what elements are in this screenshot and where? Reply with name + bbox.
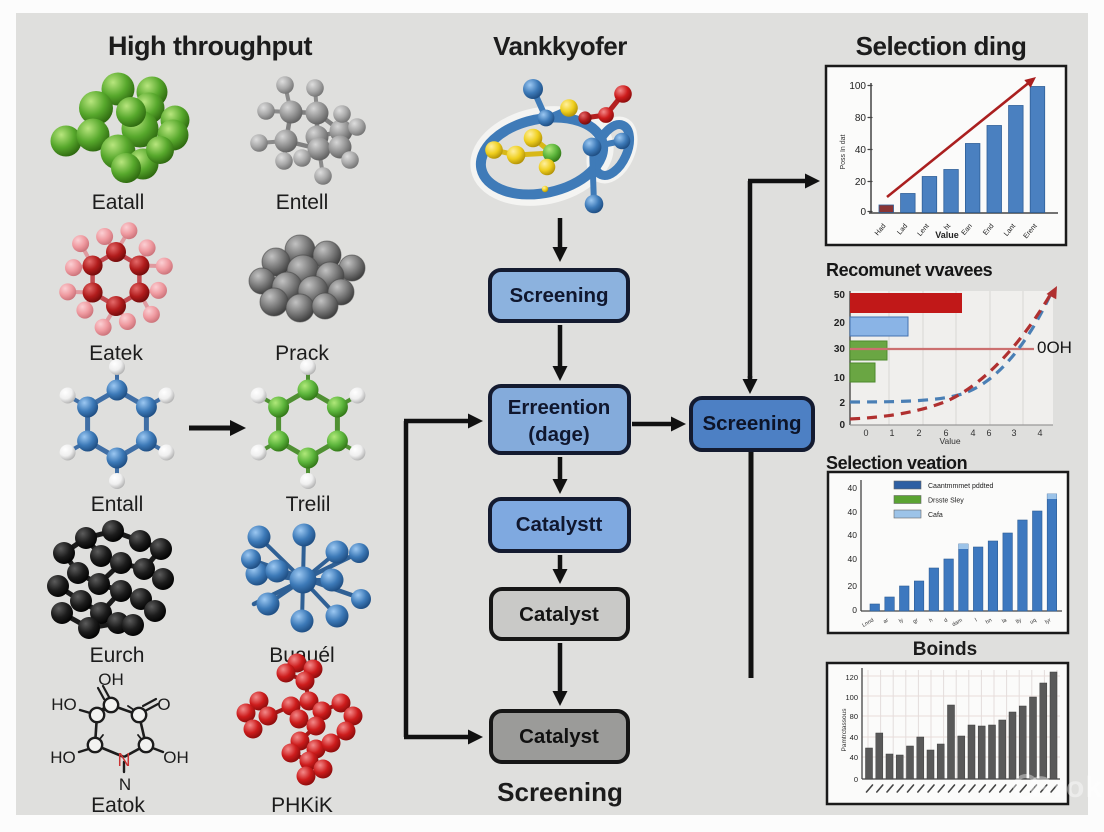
svg-text:Vankkyofer: Vankkyofer — [493, 31, 627, 61]
svg-text:OH: OH — [163, 748, 189, 767]
svg-text:20: 20 — [855, 177, 867, 188]
svg-text:(dage): (dage) — [528, 423, 590, 446]
svg-text:Trelil: Trelil — [286, 493, 331, 516]
svg-text:0: 0 — [852, 605, 857, 615]
svg-text:N: N — [119, 775, 131, 794]
svg-text:Entall: Entall — [91, 493, 144, 516]
svg-text:0: 0 — [854, 775, 858, 784]
svg-text:Entell: Entell — [276, 191, 329, 214]
svg-text:4: 4 — [1037, 428, 1042, 438]
svg-text:d: d — [943, 618, 949, 625]
svg-text:Eurch: Eurch — [90, 644, 145, 667]
svg-text:40: 40 — [855, 145, 867, 156]
svg-text:Value: Value — [935, 230, 959, 240]
svg-text:10: 10 — [834, 373, 846, 384]
svg-text:uq: uq — [1029, 618, 1037, 626]
svg-text:0OH: 0OH — [1037, 338, 1072, 357]
svg-text:100: 100 — [849, 81, 866, 92]
svg-text:40: 40 — [848, 554, 858, 564]
svg-text:Recomunet vvavees: Recomunet vvavees — [826, 260, 993, 280]
svg-text:Grok: Grok — [1029, 771, 1103, 804]
svg-text:4: 4 — [970, 428, 975, 438]
svg-text:hn: hn — [985, 618, 993, 626]
svg-text:lly: lly — [1015, 617, 1023, 625]
svg-text:Selection ding: Selection ding — [856, 31, 1027, 61]
svg-text:3: 3 — [1011, 428, 1016, 438]
svg-text:Drsstе Sley: Drsstе Sley — [928, 498, 964, 505]
svg-text:HO: HO — [50, 748, 76, 767]
svg-text:30: 30 — [834, 344, 846, 355]
svg-text:Eatok: Eatok — [91, 794, 145, 817]
svg-text:ly: ly — [898, 617, 905, 624]
svg-text:Eatek: Eatek — [89, 342, 143, 365]
svg-text:40: 40 — [848, 530, 858, 540]
svg-text:40: 40 — [848, 483, 858, 493]
svg-text:120: 120 — [845, 673, 858, 682]
svg-text:l: l — [974, 618, 978, 624]
svg-text:Value: Value — [939, 436, 960, 446]
svg-text:Poss In dat: Poss In dat — [840, 134, 847, 169]
svg-text:0: 0 — [860, 207, 866, 218]
svg-text:Selection veation: Selection veation — [826, 453, 967, 473]
svg-text:0: 0 — [839, 420, 845, 431]
svg-text:40: 40 — [850, 753, 858, 762]
svg-text:lyr: lyr — [1044, 617, 1052, 625]
svg-text:6: 6 — [986, 428, 991, 438]
svg-text:dam: dam — [951, 617, 964, 628]
svg-text:HO: HO — [51, 695, 77, 714]
svg-text:Screening: Screening — [702, 412, 801, 435]
svg-text:2: 2 — [839, 398, 845, 409]
svg-text:Prack: Prack — [275, 342, 329, 365]
svg-text:Caantmmmet pddted: Caantmmmet pddted — [928, 483, 993, 490]
svg-text:20: 20 — [848, 581, 858, 591]
svg-text:Screening: Screening — [509, 284, 608, 307]
svg-text:80: 80 — [850, 712, 858, 721]
svg-text:O: O — [157, 695, 170, 714]
svg-text:Catalyst: Catalyst — [519, 603, 599, 626]
svg-text:Screening: Screening — [497, 777, 623, 807]
svg-text:100: 100 — [845, 693, 858, 702]
svg-text:50: 50 — [834, 290, 846, 301]
svg-text:Erreention: Erreention — [508, 396, 611, 419]
svg-text:Lnnd: Lnnd — [861, 618, 875, 629]
svg-text:40: 40 — [850, 733, 858, 742]
svg-text:Eatall: Eatall — [92, 191, 145, 214]
svg-text:ht: ht — [943, 223, 952, 232]
svg-text:High throughput: High throughput — [108, 31, 312, 61]
svg-text:ar: ar — [883, 617, 890, 625]
svg-text:PHKiK: PHKiK — [271, 794, 333, 817]
svg-text:80: 80 — [855, 113, 867, 124]
svg-text:OH: OH — [98, 670, 124, 689]
svg-text:1: 1 — [889, 428, 894, 438]
svg-text:la: la — [1001, 617, 1009, 625]
svg-text:Cafa: Cafa — [928, 512, 943, 519]
svg-text:Catalyst: Catalyst — [519, 725, 599, 748]
svg-text:2: 2 — [916, 428, 921, 438]
svg-text:Boinds: Boinds — [913, 639, 977, 660]
svg-text:N: N — [118, 750, 131, 770]
svg-text:0: 0 — [863, 428, 868, 438]
svg-text:6: 6 — [943, 428, 948, 438]
svg-text:20: 20 — [834, 318, 846, 329]
svg-text:40: 40 — [848, 507, 858, 517]
svg-text:Pamtrctassous: Pamtrctassous — [841, 708, 848, 752]
svg-text:gr: gr — [912, 617, 919, 625]
svg-text:h: h — [928, 618, 934, 625]
svg-text:Catalystt: Catalystt — [516, 513, 603, 536]
